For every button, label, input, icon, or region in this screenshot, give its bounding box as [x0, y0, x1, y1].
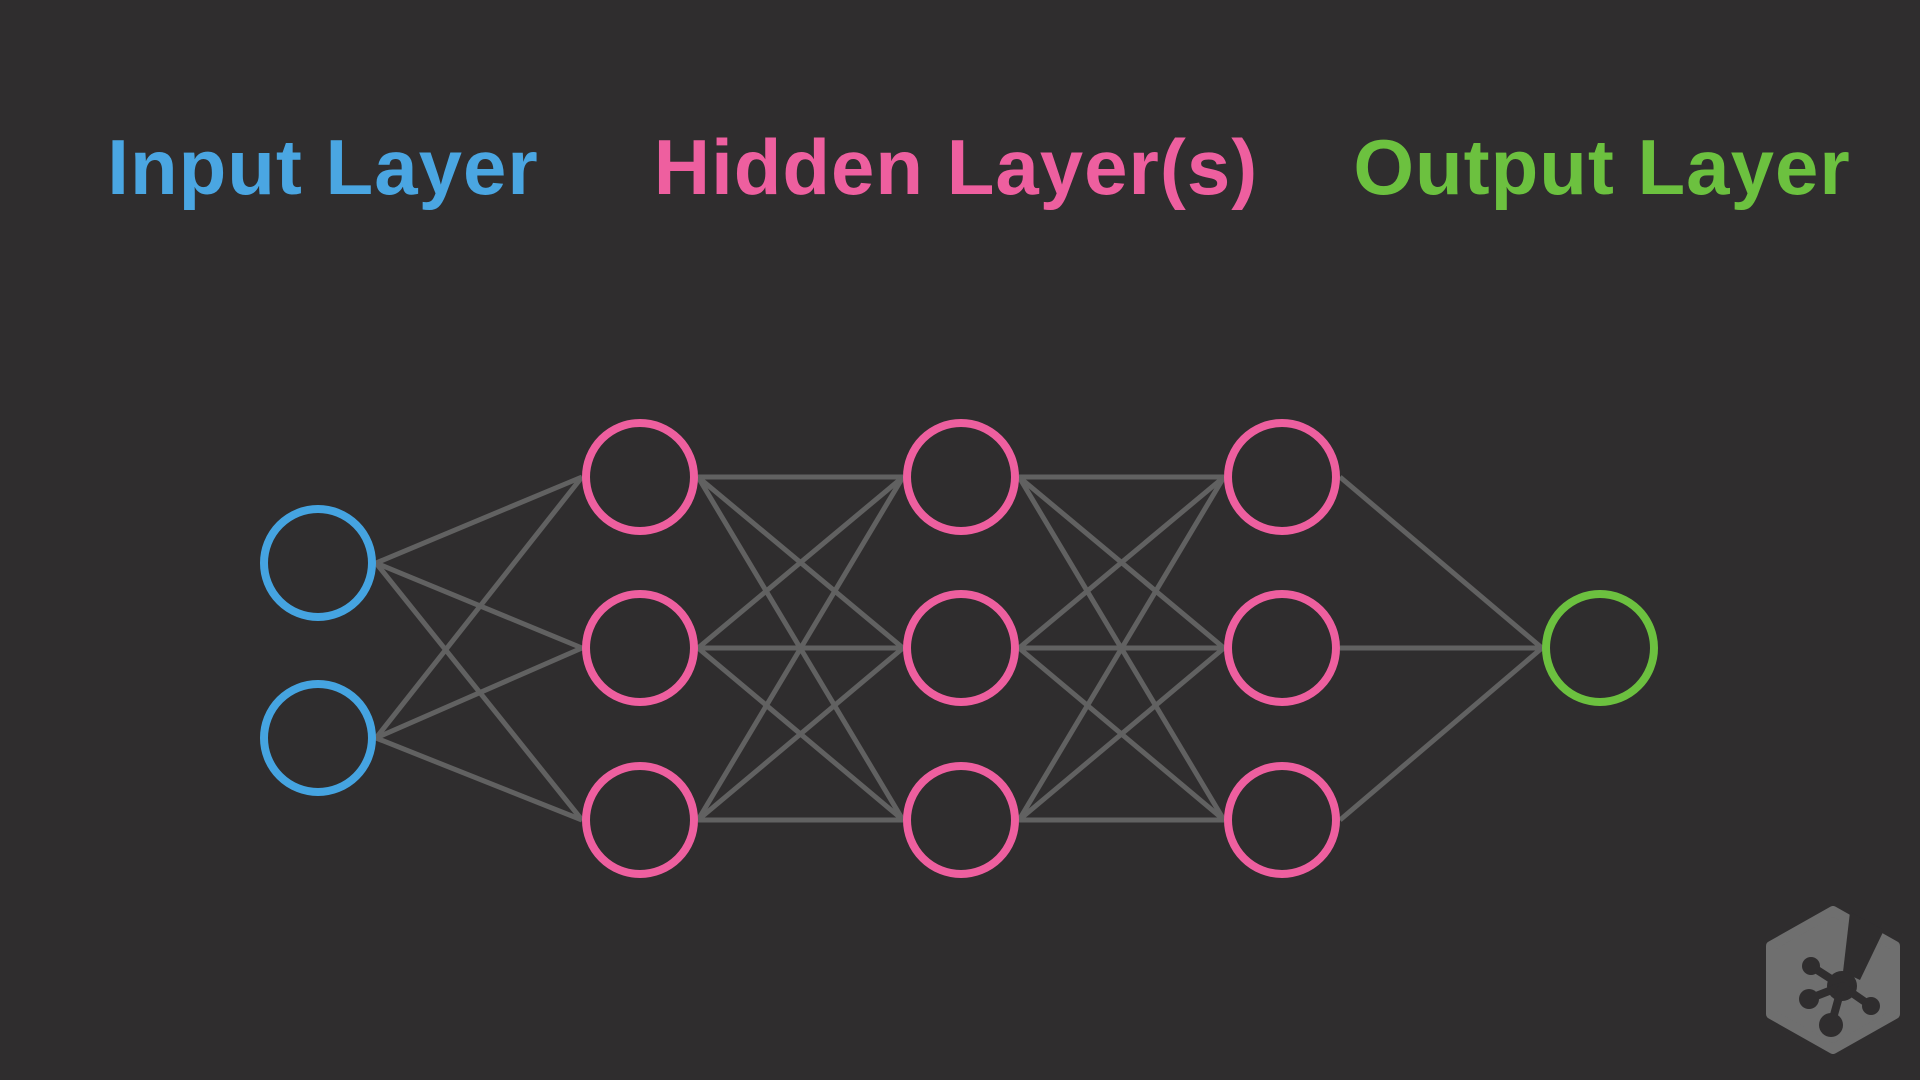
- hidden-layer-3-node-2: [1224, 590, 1340, 706]
- connection-edge: [1338, 475, 1544, 650]
- hidden-layer-2-node-3: [903, 762, 1019, 878]
- hidden-layer-1-node-3: [582, 762, 698, 878]
- connection-edge: [1338, 646, 1544, 822]
- hidden-layer-3-node-3: [1224, 762, 1340, 878]
- hidden-layer-1-node-1: [582, 419, 698, 535]
- connection-edge: [1017, 646, 1226, 822]
- treehouse-logo-icon: [1766, 906, 1900, 1054]
- hidden-layer-3-node-1: [1224, 419, 1340, 535]
- input-layer-label: Input Layer: [107, 123, 539, 211]
- input-layer-node-1: [260, 505, 376, 621]
- connection-edge: [1017, 475, 1226, 650]
- output-layer-node-1: [1542, 590, 1658, 706]
- hidden-layer-label: Hidden Layer(s): [653, 123, 1259, 211]
- output-layer-label: Output Layer: [1353, 123, 1851, 211]
- connection-edge: [374, 475, 584, 740]
- hidden-layer-1-node-2: [582, 590, 698, 706]
- connection-edge: [696, 475, 905, 650]
- connection-edge: [695, 475, 906, 822]
- connection-edge: [1016, 475, 1227, 822]
- connection-edge: [375, 735, 583, 823]
- hidden-layer-2-node-1: [903, 419, 1019, 535]
- hidden-layer-2-node-2: [903, 590, 1019, 706]
- input-layer-node-2: [260, 680, 376, 796]
- logo-frog-footprint: [1799, 912, 1884, 1037]
- connection-edge: [374, 645, 584, 741]
- connection-edge: [375, 474, 583, 566]
- connection-edge: [696, 646, 905, 822]
